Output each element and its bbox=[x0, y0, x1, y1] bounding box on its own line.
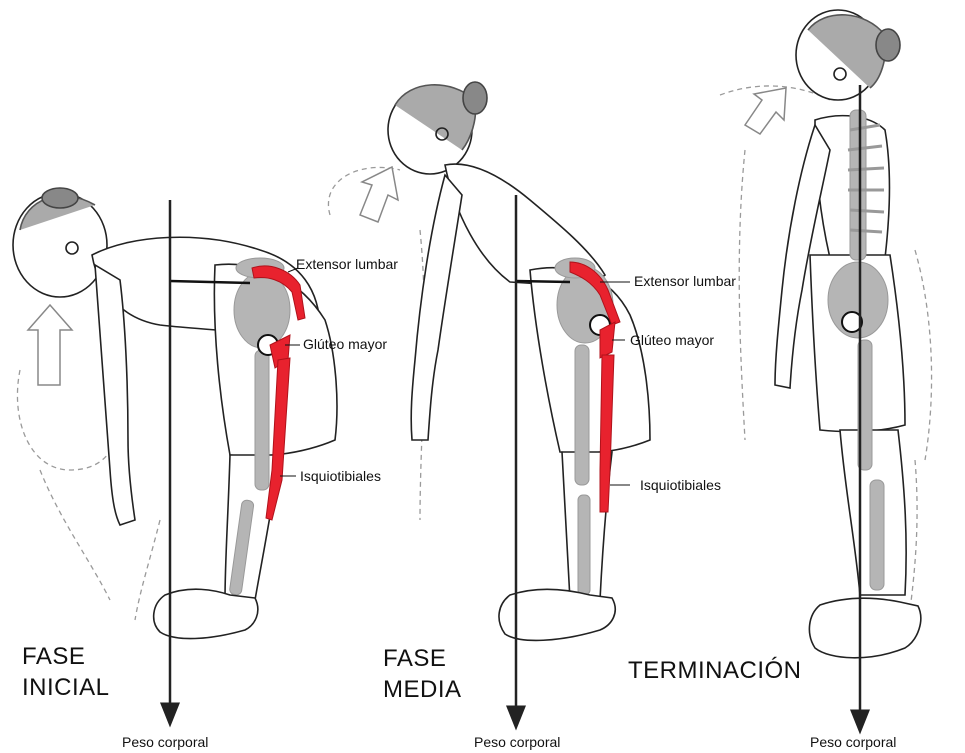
phase-title-line: TERMINACIÓN bbox=[628, 655, 802, 686]
head-outline bbox=[796, 10, 900, 100]
phase-title-line: FASE bbox=[383, 643, 462, 674]
phase-title-line: INICIAL bbox=[22, 672, 110, 703]
body-weight-label-middle: Peso corporal bbox=[474, 734, 560, 750]
phase-title-end: TERMINACIÓN bbox=[628, 655, 802, 686]
feet-outline bbox=[809, 598, 920, 658]
label-lumbar-extensor-initial: Extensor lumbar bbox=[296, 256, 398, 272]
phase-title-initial: FASE INICIAL bbox=[22, 641, 110, 703]
rising-arrow-icon bbox=[28, 305, 72, 385]
head-outline bbox=[13, 188, 107, 297]
moment-arm-line bbox=[516, 281, 570, 282]
figure-middle-phase bbox=[328, 82, 650, 718]
label-gluteus-maximus-middle: Glúteo mayor bbox=[630, 332, 714, 348]
head-outline bbox=[388, 82, 487, 174]
figure-initial-phase bbox=[13, 188, 337, 715]
label-lumbar-extensor-middle: Extensor lumbar bbox=[634, 273, 736, 289]
phase-title-line: MEDIA bbox=[383, 674, 462, 705]
ghost-silhouette bbox=[17, 370, 160, 620]
label-gluteus-maximus-initial: Glúteo mayor bbox=[303, 336, 387, 352]
rising-arrow-icon bbox=[360, 167, 398, 222]
label-hamstrings-initial: Isquiotibiales bbox=[300, 468, 381, 484]
phase-title-middle: FASE MEDIA bbox=[383, 643, 462, 705]
label-hamstrings-middle: Isquiotibiales bbox=[640, 477, 721, 493]
arm-outline bbox=[411, 175, 462, 440]
body-weight-label-end: Peso corporal bbox=[810, 734, 896, 750]
phase-title-line: FASE bbox=[22, 641, 110, 672]
body-weight-label-initial: Peso corporal bbox=[122, 734, 208, 750]
figure-end-phase bbox=[720, 10, 932, 722]
rising-arrow-icon bbox=[745, 88, 786, 134]
